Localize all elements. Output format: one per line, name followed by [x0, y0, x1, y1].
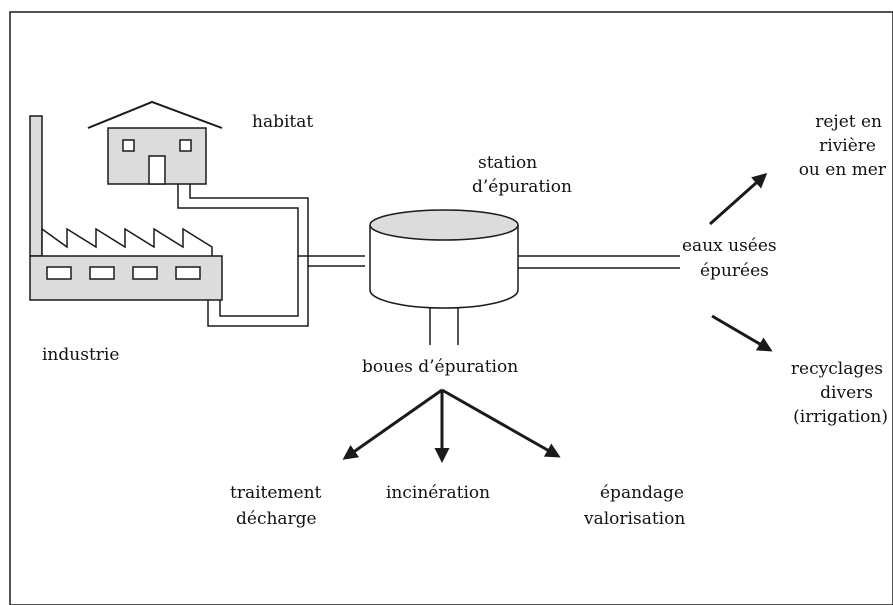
label-rejet-1: rejet en	[815, 112, 882, 132]
label-rejet-2: rivière	[819, 136, 876, 156]
house-icon	[87, 100, 223, 185]
arrows	[342, 173, 773, 463]
diagram-border	[9, 11, 893, 605]
arrow-recyclages	[711, 314, 773, 352]
factory-icon	[29, 115, 223, 301]
label-incineration: incinération	[386, 483, 490, 503]
collection-pipes	[177, 184, 365, 327]
label-eaux-1: eaux usées	[682, 236, 777, 256]
label-recyclages-1: recyclages	[791, 359, 883, 379]
arrow-traitement	[342, 388, 443, 460]
arrow-rejet	[709, 173, 768, 226]
label-epandage-1: épandage	[600, 483, 684, 503]
arrow-epandage	[441, 388, 561, 458]
label-traitement-2: décharge	[236, 509, 317, 529]
label-epandage-2: valorisation	[583, 509, 685, 529]
outlet-pipe	[518, 255, 680, 269]
label-station-1: station	[478, 153, 537, 173]
label-station-2: d’épuration	[472, 177, 572, 197]
label-recyclages-3: (irrigation)	[793, 407, 888, 427]
label-eaux-2: épurées	[700, 261, 769, 281]
label-traitement-1: traitement	[230, 483, 322, 503]
label-industrie: industrie	[42, 345, 119, 365]
label-boues: boues d’épuration	[362, 357, 518, 377]
treatment-station-icon	[369, 209, 519, 309]
label-habitat: habitat	[252, 112, 313, 132]
sludge-pipes	[429, 308, 459, 345]
label-rejet-3: ou en mer	[799, 160, 887, 180]
label-recyclages-2: divers	[820, 383, 873, 403]
